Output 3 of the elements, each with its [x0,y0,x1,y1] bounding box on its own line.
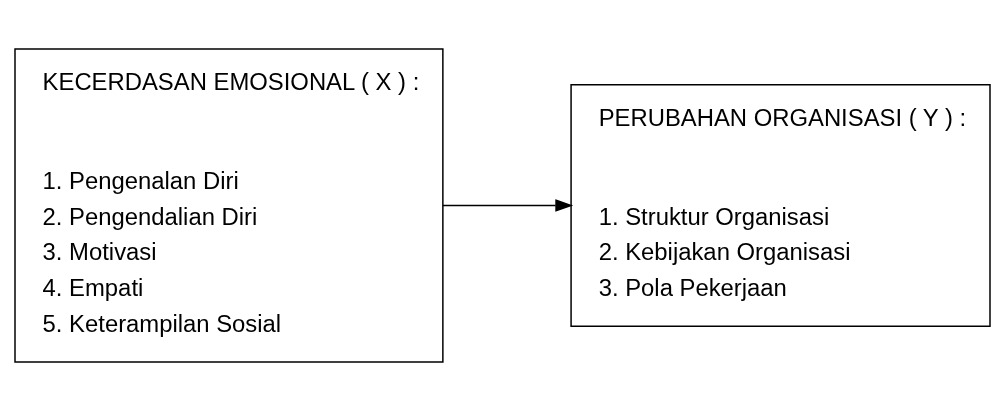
node-box: PERUBAHAN ORGANISASI ( Y ) : 1. Struktur Organisasi 2. Kebijakan Organisasi 3. Pola Pekerjaan [570,83,991,327]
arrow [442,198,574,212]
node-box: KECERDASAN EMOSIONAL ( X ) : 1. Pengenalan Diri 2. Pengendalian Diri 3. Motivasi 4. Empati 5. Keterampilan Sosial [14,47,444,363]
